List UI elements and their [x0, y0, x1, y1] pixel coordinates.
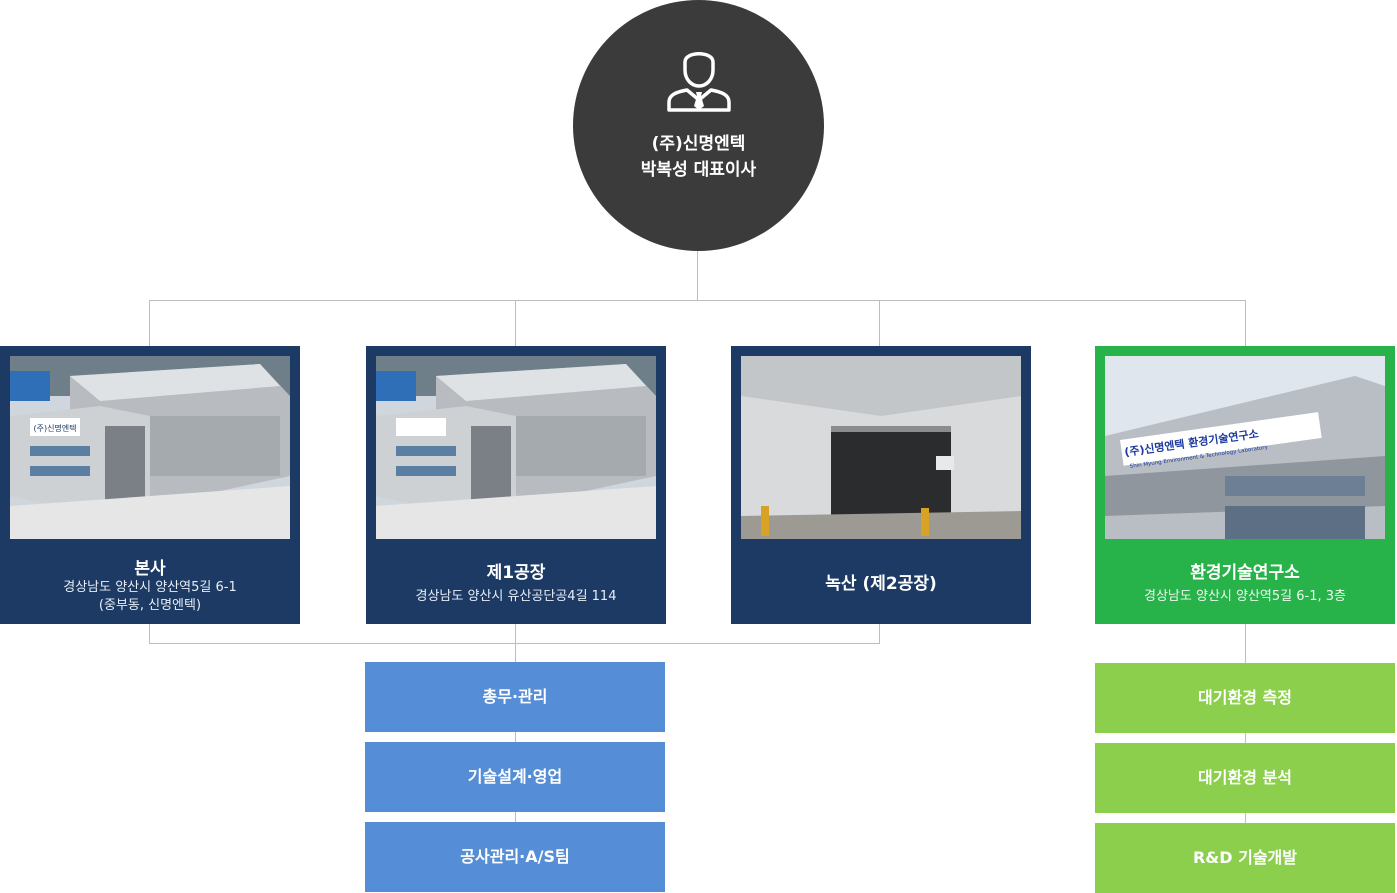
dept-rnd: R&D 기술개발: [1095, 823, 1395, 893]
connector-top-horizontal: [149, 300, 1246, 301]
site-title-hq: 본사: [134, 559, 166, 579]
ceo-node: (주)신명엔텍 박복성 대표이사: [573, 0, 824, 251]
connector-ceo-down: [697, 251, 698, 301]
ceo-company: (주)신명엔텍: [651, 134, 746, 154]
site-title-factory1: 제1공장: [486, 563, 546, 583]
businessman-icon: [667, 52, 731, 112]
dept-air-analysis: 대기환경 분석: [1095, 743, 1395, 813]
site-card-factory1: 제1공장 경상남도 양산시 유산공단공4길 114: [366, 346, 666, 624]
ceo-label: (주)신명엔텍 박복성 대표이사: [573, 131, 824, 183]
dept-construction-as: 공사관리·A/S팀: [365, 822, 665, 892]
site-card-hq: (주)신명엔텍 본사 경상남도 양산시 양산역5길 6-1 (중부동, 신명엔텍…: [0, 346, 300, 624]
ceo-title: 박복성 대표이사: [640, 160, 757, 180]
site-address-hq-line2: (중부동, 신명엔텍): [98, 598, 202, 613]
dept-general-affairs: 총무·관리: [365, 662, 665, 732]
connector-drop-noksan: [879, 300, 880, 346]
connector-noksan-bottom: [879, 624, 880, 644]
dept-design-sales: 기술설계·영업: [365, 742, 665, 812]
site-card-lab: (주)신명엔텍 환경기술연구소 Shin Myung Environment &…: [1095, 346, 1395, 624]
hq-photo-sign: (주)신명엔텍: [33, 423, 76, 433]
noksan-factory-photo: [741, 356, 1021, 539]
factory1-building-photo: [376, 356, 656, 539]
connector-drop-factory1: [515, 300, 516, 346]
site-title-noksan: 녹산 (제2공장): [825, 574, 937, 594]
connector-drop-hq: [149, 300, 150, 346]
connector-drop-lab: [1245, 300, 1246, 346]
site-address-factory1: 경상남도 양산시 유산공단공4길 114: [415, 589, 617, 604]
dept-air-measurement: 대기환경 측정: [1095, 663, 1395, 733]
connector-bottom-horizontal: [149, 643, 880, 644]
site-title-lab: 환경기술연구소: [1190, 563, 1300, 583]
site-address-lab: 경상남도 양산시 양산역5길 6-1, 3층: [1144, 589, 1346, 604]
site-address-hq-line1: 경상남도 양산시 양산역5길 6-1: [63, 580, 237, 595]
hq-building-photo: (주)신명엔텍: [10, 356, 290, 539]
lab-building-photo: (주)신명엔텍 환경기술연구소 Shin Myung Environment &…: [1105, 356, 1385, 539]
connector-hq-bottom: [149, 624, 150, 644]
site-card-noksan: 녹산 (제2공장): [731, 346, 1031, 624]
